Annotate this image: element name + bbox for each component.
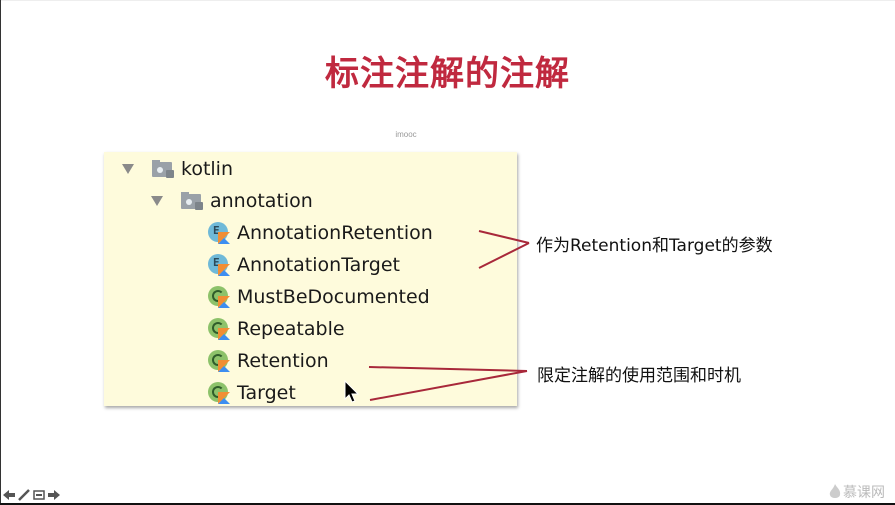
expand-arrow-icon[interactable] — [151, 196, 163, 206]
kotlin-annotation-icon — [207, 381, 231, 405]
mouse-cursor-icon — [344, 380, 360, 403]
tree-item-label: AnnotationTarget — [237, 254, 400, 276]
kotlin-enum-icon: E — [207, 253, 231, 277]
tree-item-annotation-target[interactable]: E AnnotationTarget — [207, 251, 400, 279]
tree-item-must-be-documented[interactable]: MustBeDocumented — [207, 283, 430, 311]
prev-arrow-icon[interactable] — [3, 489, 15, 501]
tree-item-label: AnnotationRetention — [237, 222, 433, 244]
tree-node-label: annotation — [210, 190, 313, 212]
tree-node-label: kotlin — [181, 158, 233, 180]
logo-text: 慕课网 — [843, 485, 885, 501]
package-icon — [181, 192, 203, 210]
kotlin-annotation-icon — [207, 285, 231, 309]
kotlin-annotation-icon — [207, 317, 231, 341]
expand-arrow-icon[interactable] — [122, 164, 134, 174]
kotlin-annotation-icon — [207, 349, 231, 373]
tree-item-label: MustBeDocumented — [237, 286, 430, 308]
tree-item-annotation-retention[interactable]: E AnnotationRetention — [207, 219, 433, 247]
tree-item-label: Retention — [237, 350, 329, 372]
project-tree-panel: kotlin annotation E AnnotationRetention … — [104, 152, 517, 406]
pen-icon[interactable] — [18, 489, 30, 501]
annotation-note-scope: 限定注解的使用范围和时机 — [537, 366, 741, 386]
tree-item-label: Target — [237, 382, 296, 404]
top-edge — [0, 0, 895, 1]
package-icon — [152, 160, 174, 178]
annotation-note-params: 作为Retention和Target的参数 — [536, 236, 773, 256]
tree-item-target[interactable]: Target — [207, 379, 296, 407]
kotlin-enum-icon: E — [207, 221, 231, 245]
watermark: imooc — [395, 130, 417, 139]
slide-title: 标注注解的注解 — [325, 54, 570, 94]
tree-item-repeatable[interactable]: Repeatable — [207, 315, 345, 343]
flame-icon — [829, 484, 841, 498]
imooc-logo: 慕课网 — [829, 482, 885, 502]
bottom-edge — [0, 503, 895, 505]
notes-icon[interactable] — [33, 489, 45, 501]
next-arrow-icon[interactable] — [48, 489, 60, 501]
slide-nav-controls — [3, 489, 60, 501]
tree-item-retention[interactable]: Retention — [207, 347, 329, 375]
left-edge — [0, 0, 1, 503]
tree-node-kotlin[interactable]: kotlin — [122, 155, 233, 183]
tree-item-label: Repeatable — [237, 318, 345, 340]
tree-node-annotation[interactable]: annotation — [151, 187, 313, 215]
